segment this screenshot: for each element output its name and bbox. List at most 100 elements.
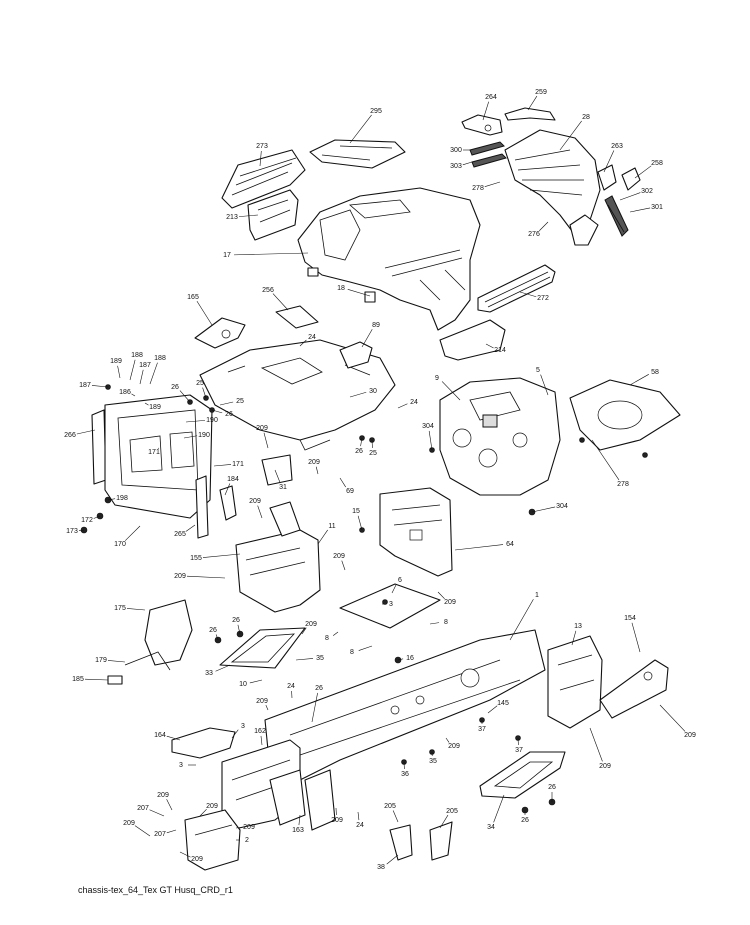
footrest-33 bbox=[219, 627, 306, 669]
callout-170: 170 bbox=[114, 541, 126, 548]
callout-9: 9 bbox=[435, 375, 439, 382]
callout-3: 3 bbox=[179, 762, 183, 769]
callout-187: 187 bbox=[79, 382, 91, 389]
callout-209: 209 bbox=[243, 824, 255, 831]
callout-37: 37 bbox=[515, 747, 523, 754]
leader-209 bbox=[263, 432, 269, 449]
leader-26 bbox=[311, 692, 318, 723]
callout-34: 34 bbox=[487, 824, 495, 831]
leader-205 bbox=[439, 814, 449, 829]
callout-209: 209 bbox=[599, 763, 611, 770]
leader-58 bbox=[629, 374, 649, 386]
emblem-18 bbox=[307, 267, 376, 303]
linkage-154 bbox=[599, 659, 669, 719]
callout-162: 162 bbox=[254, 728, 266, 735]
callout-26: 26 bbox=[548, 784, 556, 791]
leader-209 bbox=[315, 466, 319, 475]
bracket-plate-64 bbox=[379, 487, 453, 577]
callout-295: 295 bbox=[370, 108, 382, 115]
leader-9 bbox=[441, 381, 461, 401]
leader-209 bbox=[166, 799, 173, 811]
callout-38: 38 bbox=[377, 864, 385, 871]
leader-5 bbox=[540, 374, 549, 396]
callout-303: 303 bbox=[450, 163, 462, 170]
callout-35: 35 bbox=[316, 655, 324, 662]
leader-295 bbox=[349, 114, 372, 144]
callout-30: 30 bbox=[369, 388, 377, 395]
leader-304 bbox=[531, 506, 556, 513]
leader-266 bbox=[76, 429, 96, 435]
callout-209: 209 bbox=[191, 856, 203, 863]
leader-165 bbox=[196, 300, 213, 326]
leader-25 bbox=[219, 401, 234, 406]
leader-209 bbox=[235, 827, 243, 829]
callout-209: 209 bbox=[333, 553, 345, 560]
leader-16 bbox=[397, 658, 404, 661]
callout-185: 185 bbox=[72, 676, 84, 683]
callout-15: 15 bbox=[352, 508, 360, 515]
leader-10 bbox=[249, 679, 263, 684]
callout-26: 26 bbox=[171, 384, 179, 391]
leader-205 bbox=[392, 810, 399, 823]
cover-256 bbox=[275, 305, 319, 329]
callout-175: 175 bbox=[114, 605, 126, 612]
callout-184: 184 bbox=[227, 476, 239, 483]
callout-leaders bbox=[76, 95, 686, 865]
leader-264 bbox=[482, 101, 489, 121]
leader-15 bbox=[357, 515, 363, 531]
leader-3 bbox=[231, 729, 239, 739]
leader-184 bbox=[224, 483, 231, 496]
diagram-footer: chassis-tex_64_Tex GT Husq_CRD_r1 bbox=[78, 885, 233, 895]
callout-25: 25 bbox=[196, 380, 204, 387]
callout-33: 33 bbox=[205, 670, 213, 677]
leader-209 bbox=[437, 591, 445, 600]
leader-256 bbox=[272, 293, 289, 311]
callout-58: 58 bbox=[651, 369, 659, 376]
bracket-155 bbox=[269, 501, 301, 537]
callout-179: 179 bbox=[95, 657, 107, 664]
leader-272 bbox=[519, 291, 537, 298]
leader-265 bbox=[185, 524, 196, 532]
callout-256: 256 bbox=[262, 287, 274, 294]
leader-171 bbox=[213, 464, 232, 467]
leader-26 bbox=[360, 437, 363, 447]
callout-214: 214 bbox=[494, 347, 506, 354]
callout-209: 209 bbox=[123, 820, 135, 827]
leader-302 bbox=[619, 192, 641, 201]
callout-266: 266 bbox=[64, 432, 76, 439]
callout-26: 26 bbox=[315, 685, 323, 692]
leader-278 bbox=[484, 181, 501, 187]
callout-36: 36 bbox=[401, 771, 409, 778]
leader-189 bbox=[144, 402, 149, 406]
leader-198 bbox=[107, 498, 116, 501]
leader-258 bbox=[634, 165, 652, 179]
side-panel-214 bbox=[439, 319, 506, 361]
leader-186 bbox=[131, 393, 136, 397]
leader-209 bbox=[265, 705, 269, 711]
leader-1 bbox=[509, 599, 534, 641]
callout-26: 26 bbox=[232, 617, 240, 624]
callout-209: 209 bbox=[305, 621, 317, 628]
callout-31: 31 bbox=[279, 484, 287, 491]
leader-209 bbox=[199, 808, 207, 817]
leader-276 bbox=[539, 221, 549, 231]
callout-171: 171 bbox=[232, 461, 244, 468]
callout-16: 16 bbox=[406, 655, 414, 662]
callout-209: 209 bbox=[174, 573, 186, 580]
callout-13: 13 bbox=[574, 623, 582, 630]
leader-31 bbox=[274, 469, 281, 483]
fender-panel-165 bbox=[194, 317, 246, 349]
leader-26 bbox=[179, 390, 191, 403]
callout-188: 188 bbox=[154, 355, 166, 362]
leader-38 bbox=[386, 854, 399, 865]
hood-panel-295 bbox=[309, 139, 406, 169]
leader-207 bbox=[149, 809, 165, 817]
leader-17 bbox=[233, 252, 309, 256]
callout-209: 209 bbox=[684, 732, 696, 739]
callout-301: 301 bbox=[651, 204, 663, 211]
panel-163 bbox=[269, 769, 306, 826]
leader-207 bbox=[166, 829, 177, 834]
callout-8: 8 bbox=[325, 635, 329, 642]
leader-185 bbox=[84, 678, 109, 681]
